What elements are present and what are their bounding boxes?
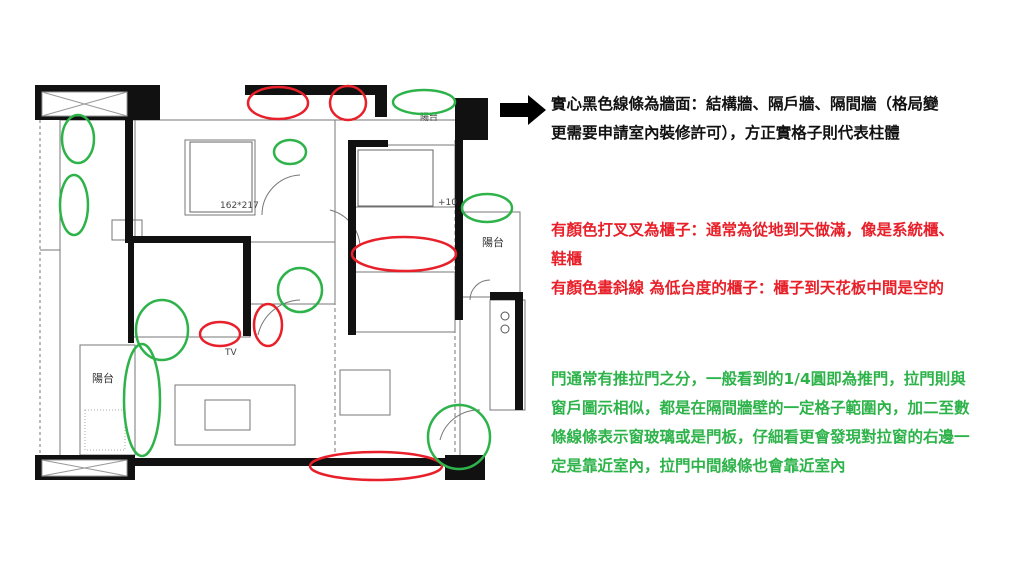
note-cabinets-low: 有顏色畫斜線 為低台度的櫃子：櫃子到天花板中間是空的 [551,279,944,297]
door-highlight [58,173,90,237]
door-highlight [272,138,308,166]
cabinet-highlight [328,84,368,122]
cabinet-highlight [350,235,458,273]
balcony-left-label: 陽台 [92,371,114,385]
note-walls: 實心黑色線條為牆面：結構牆、隔戶牆、隔間牆（格局變更需要申請室內裝修許可），方正… [551,95,939,142]
door-highlight [122,342,162,458]
column-crosses [41,91,128,477]
cabinet-highlight [308,450,444,482]
door-highlight [276,266,324,314]
cabinet-highlight [246,85,310,121]
balcony-right-label: 陽台 [482,235,504,249]
note-cabinets-full: 有顏色打叉叉為櫃子：通常為從地到天做滿，像是系統櫃、鞋櫃 [551,221,955,268]
cabinet-highlights [198,84,458,482]
level-mark: +10 [438,198,457,208]
door-highlight [134,298,190,362]
stove-icon [500,311,510,334]
balcony-grid [84,409,126,451]
door-highlight [60,113,96,165]
tv-label: TV [224,348,237,358]
door-highlight [460,192,514,224]
door-highlight [426,403,492,471]
arrow-right-icon [500,95,546,125]
door-highlight [391,88,457,116]
cabinet-highlight [252,302,284,348]
cabinet-highlight [198,320,242,348]
master-bed: 162*217 [189,141,259,213]
second-bed [357,149,434,207]
door-highlights [58,88,514,471]
bed-size-label: 162*217 [220,201,259,211]
plan-thin-lines [39,119,526,466]
note-doors: 門通常有推拉門之分，一般看到的1/4圓即為推門，拉門則與窗戶圖示相似，都是在隔間… [551,370,970,475]
